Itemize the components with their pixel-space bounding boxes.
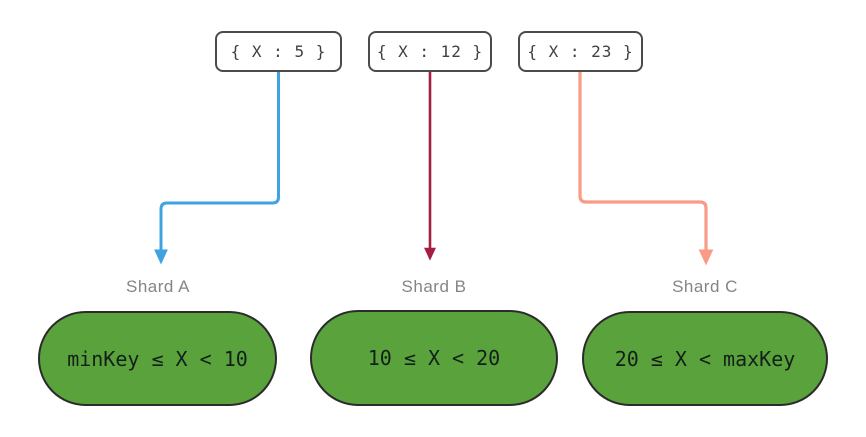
document-x23-label: { X : 23 } [527, 42, 634, 61]
document-box-x12: { X : 12 } [368, 31, 492, 72]
document-box-x23: { X : 23 } [518, 31, 643, 72]
document-box-x5: { X : 5 } [215, 31, 342, 72]
arrow-x5-to-shard-a [154, 70, 280, 265]
shard-c-node: 20 ≤ X < maxKey [582, 311, 828, 406]
arrow-x23-to-shard-c [578, 70, 714, 266]
shard-b-node: 10 ≤ X < 20 [310, 310, 558, 406]
document-x5-label: { X : 5 } [230, 42, 327, 61]
shard-a-range: minKey ≤ X < 10 [67, 346, 248, 371]
shard-b-range: 10 ≤ X < 20 [367, 346, 501, 370]
shard-c-label: Shard C [672, 277, 738, 296]
shard-b-label: Shard B [401, 277, 467, 296]
document-x12-label: { X : 12 } [376, 42, 484, 61]
shard-a-label: Shard A [126, 277, 190, 296]
shard-a-node: minKey ≤ X < 10 [38, 311, 277, 406]
shard-c-range: 20 ≤ X < maxKey [614, 346, 796, 371]
